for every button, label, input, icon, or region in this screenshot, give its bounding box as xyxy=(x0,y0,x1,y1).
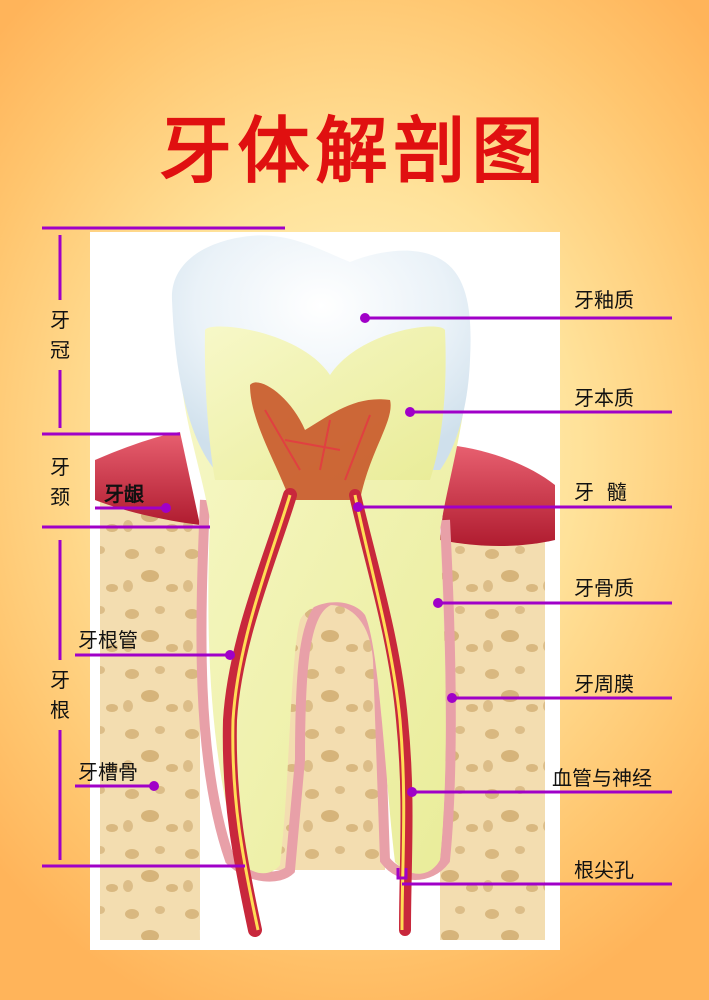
region-root-char-1: 牙 xyxy=(50,668,70,692)
page-title: 牙体解剖图 xyxy=(159,108,550,193)
right-leaders xyxy=(358,316,672,886)
label-cementum: 牙骨质 xyxy=(574,576,634,600)
label-gum: 牙龈 xyxy=(104,482,144,506)
bone-left xyxy=(100,505,200,940)
nerve-right xyxy=(353,494,406,931)
label-pulp: 牙 髓 xyxy=(574,480,627,504)
region-crown-char-1: 牙 xyxy=(50,308,70,332)
region-neck-char-2: 颈 xyxy=(50,485,70,509)
bone-right xyxy=(440,535,545,940)
label-enamel: 牙釉质 xyxy=(574,288,634,312)
left-leaders xyxy=(75,506,230,788)
nerve-left xyxy=(231,494,292,931)
pulp-chamber xyxy=(250,382,391,500)
label-canal: 牙根管 xyxy=(78,628,138,652)
periodontal-ligament xyxy=(196,499,456,882)
label-vessels: 血管与神经 xyxy=(552,766,652,790)
region-crown: 牙 冠 xyxy=(48,305,72,365)
gum-right xyxy=(440,445,555,546)
left-leader-dots xyxy=(149,503,235,791)
region-root-char-2: 根 xyxy=(50,698,70,722)
region-root: 牙 根 xyxy=(48,665,72,725)
region-neck: 牙 颈 xyxy=(48,452,72,512)
label-periodontal: 牙周膜 xyxy=(574,672,634,696)
region-crown-char-2: 冠 xyxy=(50,338,70,362)
label-apical: 根尖孔 xyxy=(574,858,634,882)
label-alveolar: 牙槽骨 xyxy=(78,760,138,784)
pulp-vessels xyxy=(264,409,371,481)
region-neck-char-1: 牙 xyxy=(50,455,70,479)
gum-left xyxy=(95,432,200,525)
label-dentin: 牙本质 xyxy=(574,386,634,410)
region-brackets xyxy=(42,226,285,868)
right-leader-dots xyxy=(353,313,457,797)
